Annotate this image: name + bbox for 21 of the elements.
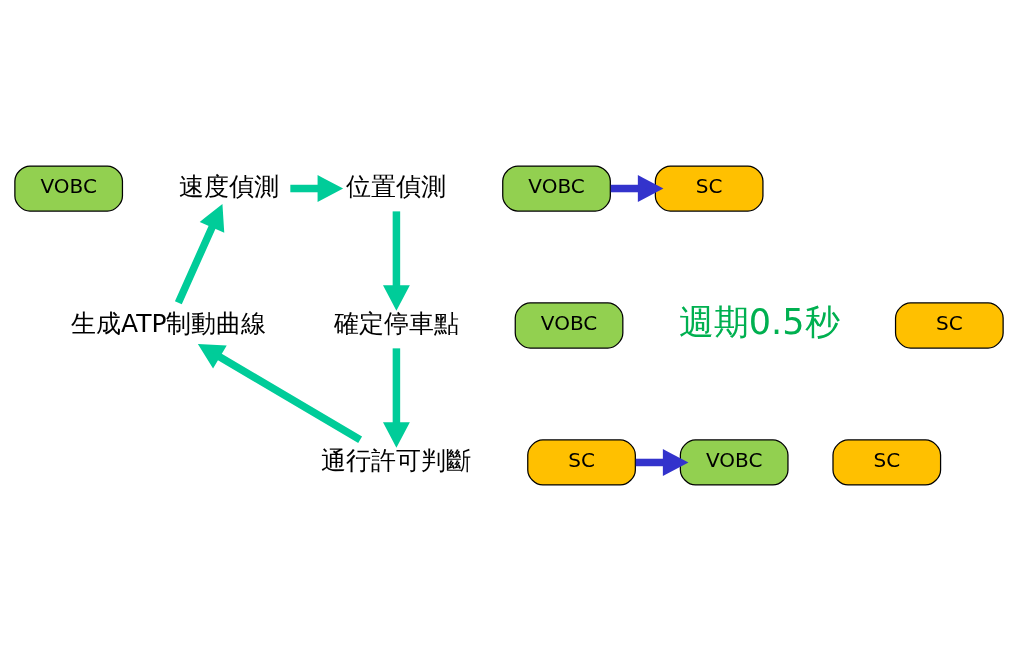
node-text: 速度偵測: [178, 171, 279, 201]
node-box: SC: [894, 301, 1004, 349]
arrow: [382, 210, 410, 311]
node-box: VOBC: [679, 438, 789, 486]
arrow: [174, 203, 224, 304]
label: 週期0.5秒: [678, 300, 840, 342]
arrow: [197, 343, 362, 443]
node-box: VOBC: [501, 164, 611, 212]
node-box: VOBC: [514, 301, 623, 349]
node-text: 確定停車點: [333, 308, 459, 338]
node-text: 位置偵測: [345, 171, 446, 201]
arrow: [610, 174, 663, 202]
arrow: [289, 174, 343, 202]
node-box: SC: [831, 438, 941, 486]
node-box: VOBC: [13, 164, 123, 212]
arrow: [382, 347, 410, 448]
node-box: SC: [654, 164, 764, 212]
arrow: [635, 448, 688, 476]
node-text: 通行許可判斷: [320, 445, 471, 475]
node-text: 生成ATP制動曲線: [70, 308, 266, 338]
node-box: SC: [526, 438, 636, 486]
